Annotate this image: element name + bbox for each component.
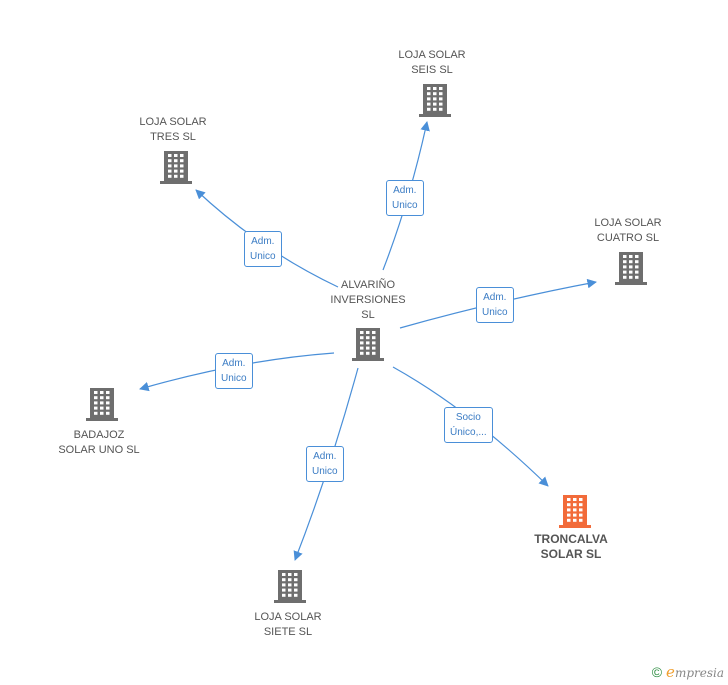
edge-label-badajoz[interactable]: Adm. Unico: [215, 353, 253, 389]
node-label-troncalva[interactable]: TRONCALVA SOLAR SL: [534, 532, 608, 561]
edge-label-siete[interactable]: Adm. Unico: [306, 446, 344, 482]
edge-label-cuatro[interactable]: Adm. Unico: [476, 287, 514, 323]
node-label-tres[interactable]: LOJA SOLAR TRES SL: [139, 116, 207, 143]
node-siete-building-icon[interactable]: [274, 570, 306, 603]
edge-label-troncalva[interactable]: Socio Único,...: [444, 407, 493, 443]
copyright-icon: ©: [651, 664, 663, 680]
empresia-logo[interactable]: empresia: [666, 663, 724, 681]
node-label-badajoz[interactable]: BADAJOZ SOLAR UNO SL: [58, 429, 140, 456]
node-label-alvarino[interactable]: ALVARIÑO INVERSIONES SL: [330, 279, 406, 321]
edge-label-seis[interactable]: Adm. Unico: [386, 180, 424, 216]
node-cuatro-building-icon[interactable]: [615, 252, 647, 285]
node-seis-building-icon[interactable]: [419, 84, 451, 117]
edge-label-tres[interactable]: Adm. Unico: [244, 231, 282, 267]
node-badajoz-building-icon[interactable]: [86, 388, 118, 421]
footer-credit: © empresia: [652, 663, 724, 681]
node-alvarino-building-icon[interactable]: [352, 328, 384, 361]
node-label-cuatro[interactable]: LOJA SOLAR CUATRO SL: [594, 217, 662, 244]
node-label-siete[interactable]: LOJA SOLAR SIETE SL: [254, 611, 322, 638]
node-label-seis[interactable]: LOJA SOLAR SEIS SL: [398, 49, 466, 76]
node-troncalva-building-icon[interactable]: [559, 495, 591, 528]
node-tres-building-icon[interactable]: [160, 151, 192, 184]
